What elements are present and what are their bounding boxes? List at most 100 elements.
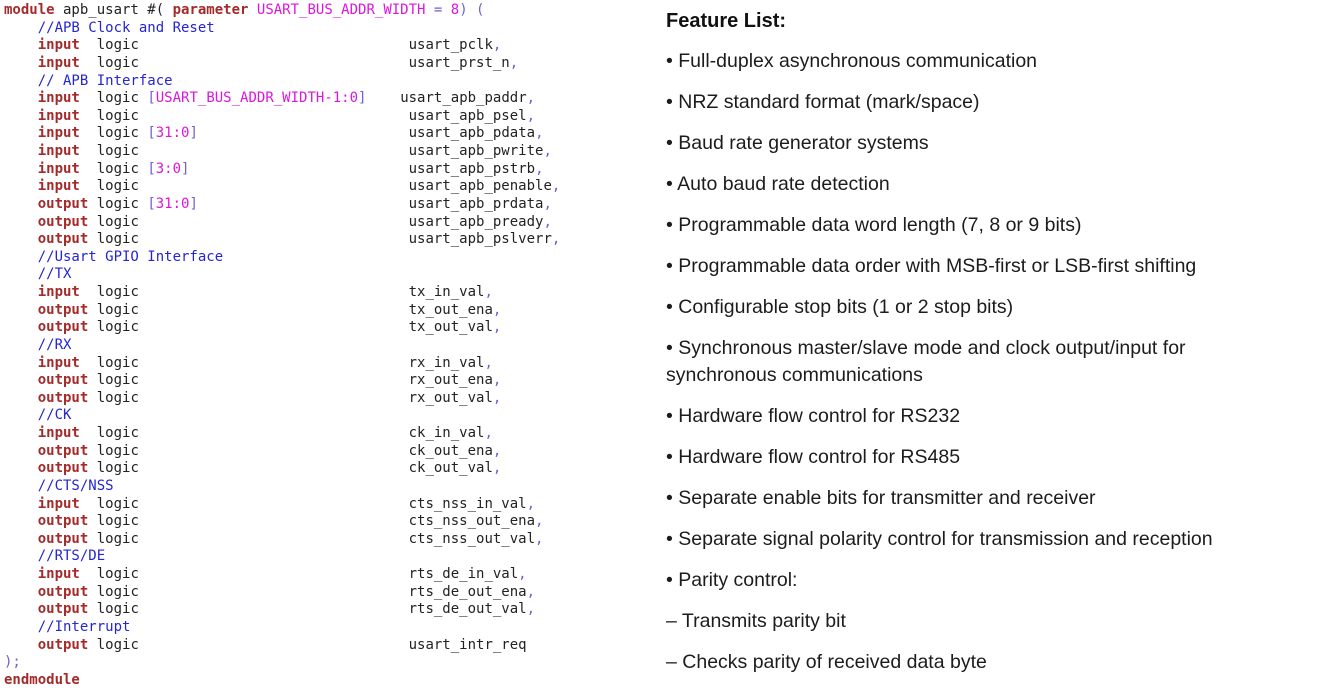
code-token: output (37, 319, 89, 336)
code-token: //Interrupt (37, 618, 131, 635)
code-line: //TX (4, 266, 560, 284)
code-token: logic tx_out_val (88, 319, 493, 336)
code-token: , (535, 125, 544, 142)
code-token: [ (147, 195, 156, 212)
code-token: logic usart_apb_psel (79, 107, 527, 124)
code-token: output (37, 301, 89, 318)
code-token: input (37, 37, 80, 54)
code-token: usart_apb_prdata (197, 195, 544, 212)
code-line: endmodule (4, 672, 560, 690)
code-token: , (526, 583, 536, 600)
code-token: input (37, 125, 80, 142)
code-token: output (37, 195, 89, 212)
feature-list-heading: Feature List: (666, 10, 787, 32)
code-token: logic cts_nss_in_val (79, 495, 527, 512)
code-token (4, 584, 38, 600)
code-token: ) ( (459, 2, 485, 18)
code-token (4, 319, 38, 335)
code-token: , (535, 513, 544, 530)
code-token (4, 178, 38, 194)
code-token: logic cts_nss_out_ena (88, 513, 536, 530)
code-token: input (37, 160, 80, 177)
feature-text: Transmits parity bit (681, 610, 846, 632)
code-token: , (535, 160, 544, 177)
code-line: //RX (4, 337, 560, 355)
code-token: , (492, 460, 502, 477)
code-token (4, 407, 38, 423)
code-token: , (492, 319, 502, 336)
code-token: , (492, 442, 502, 459)
code-token: ] (181, 160, 190, 177)
code-token: logic (79, 125, 148, 142)
code-token: , (509, 54, 519, 71)
code-token: 3:0 (155, 160, 182, 177)
code-line: output logic usart_intr_req (4, 637, 560, 655)
code-line: output logic ck_out_ena, (4, 443, 560, 461)
feature-panel: Feature List: • Full-duplex asynchronous… (666, 8, 1322, 676)
code-token: output (37, 583, 89, 600)
code-token (4, 125, 38, 141)
code-token: logic usart_pclk (79, 37, 493, 54)
code-line: //RTS/DE (4, 548, 560, 566)
code-token: USART_BUS_ADDR_WIDTH (256, 2, 426, 18)
code-token: logic rx_out_ena (88, 372, 493, 389)
code-token: output (37, 372, 89, 389)
feature-item: • Hardware flow control for RS485 (666, 444, 1322, 471)
code-line: input logic usart_prst_n, (4, 55, 560, 73)
feature-item: – Checks parity of received data byte (666, 649, 1322, 676)
code-token: , (492, 301, 502, 318)
bullet-marker: • (666, 405, 679, 427)
code-token: input (37, 354, 80, 371)
bullet-marker: – (666, 610, 682, 632)
code-token: 31:0 (155, 125, 190, 142)
code-token: input (37, 284, 80, 300)
code-token: , (492, 389, 502, 406)
code-token: //CK (37, 407, 72, 424)
code-line: output logic [31:0] usart_apb_prdata, (4, 196, 560, 214)
code-token: //CTS/NSS (37, 477, 114, 494)
feature-item: • Programmable data order with MSB-first… (666, 253, 1322, 280)
code-token (4, 108, 38, 124)
code-token: output (37, 231, 89, 248)
code-token (4, 196, 38, 212)
code-token: , (526, 90, 536, 107)
code-line: ); (4, 654, 560, 672)
code-token: // APB Interface (37, 72, 173, 89)
code-token: output (37, 513, 89, 530)
code-token: , (484, 425, 493, 441)
code-token: logic usart_apb_pready (88, 213, 544, 230)
code-token (4, 619, 38, 635)
code-token (4, 214, 38, 230)
feature-list: • Full-duplex asynchronous communication… (666, 48, 1322, 676)
bullet-marker: • (666, 214, 679, 236)
code-token (4, 231, 38, 247)
code-line: input logic ck_in_val, (4, 425, 560, 443)
code-token: input (37, 54, 80, 71)
code-token: USART_BUS_ADDR_WIDTH-1:0 (155, 90, 359, 107)
code-token (4, 143, 38, 159)
feature-text: Checks parity of received data byte (682, 651, 987, 673)
code-token: input (37, 143, 80, 159)
feature-item: • Auto baud rate detection (666, 171, 1322, 198)
code-token: [ (147, 160, 156, 177)
code-token: input (37, 425, 80, 441)
code-token: usart_apb_paddr (366, 90, 527, 107)
feature-item: • Parity control: (666, 567, 1322, 594)
code-token: , (492, 37, 502, 54)
code-token (4, 425, 38, 441)
code-line: output logic cts_nss_out_ena, (4, 513, 560, 531)
code-token: output (37, 530, 89, 547)
feature-text: NRZ standard format (mark/space) (678, 91, 980, 113)
code-line: module apb_usart #( parameter USART_BUS_… (4, 2, 560, 20)
code-token: logic usart_apb_penable (79, 178, 552, 195)
feature-item: – Transmits parity bit (666, 608, 1322, 635)
code-token (4, 513, 38, 529)
code-token: module (4, 2, 55, 18)
code-token (4, 73, 38, 89)
code-line: output logic rts_de_out_val, (4, 601, 560, 619)
code-token: logic ck_out_ena (88, 442, 493, 459)
feature-text: Separate enable bits for transmitter and… (678, 487, 1096, 509)
code-token (4, 161, 38, 177)
code-token: logic rx_in_val (79, 354, 485, 371)
feature-item: • Programmable data word length (7, 8 or… (666, 212, 1322, 239)
